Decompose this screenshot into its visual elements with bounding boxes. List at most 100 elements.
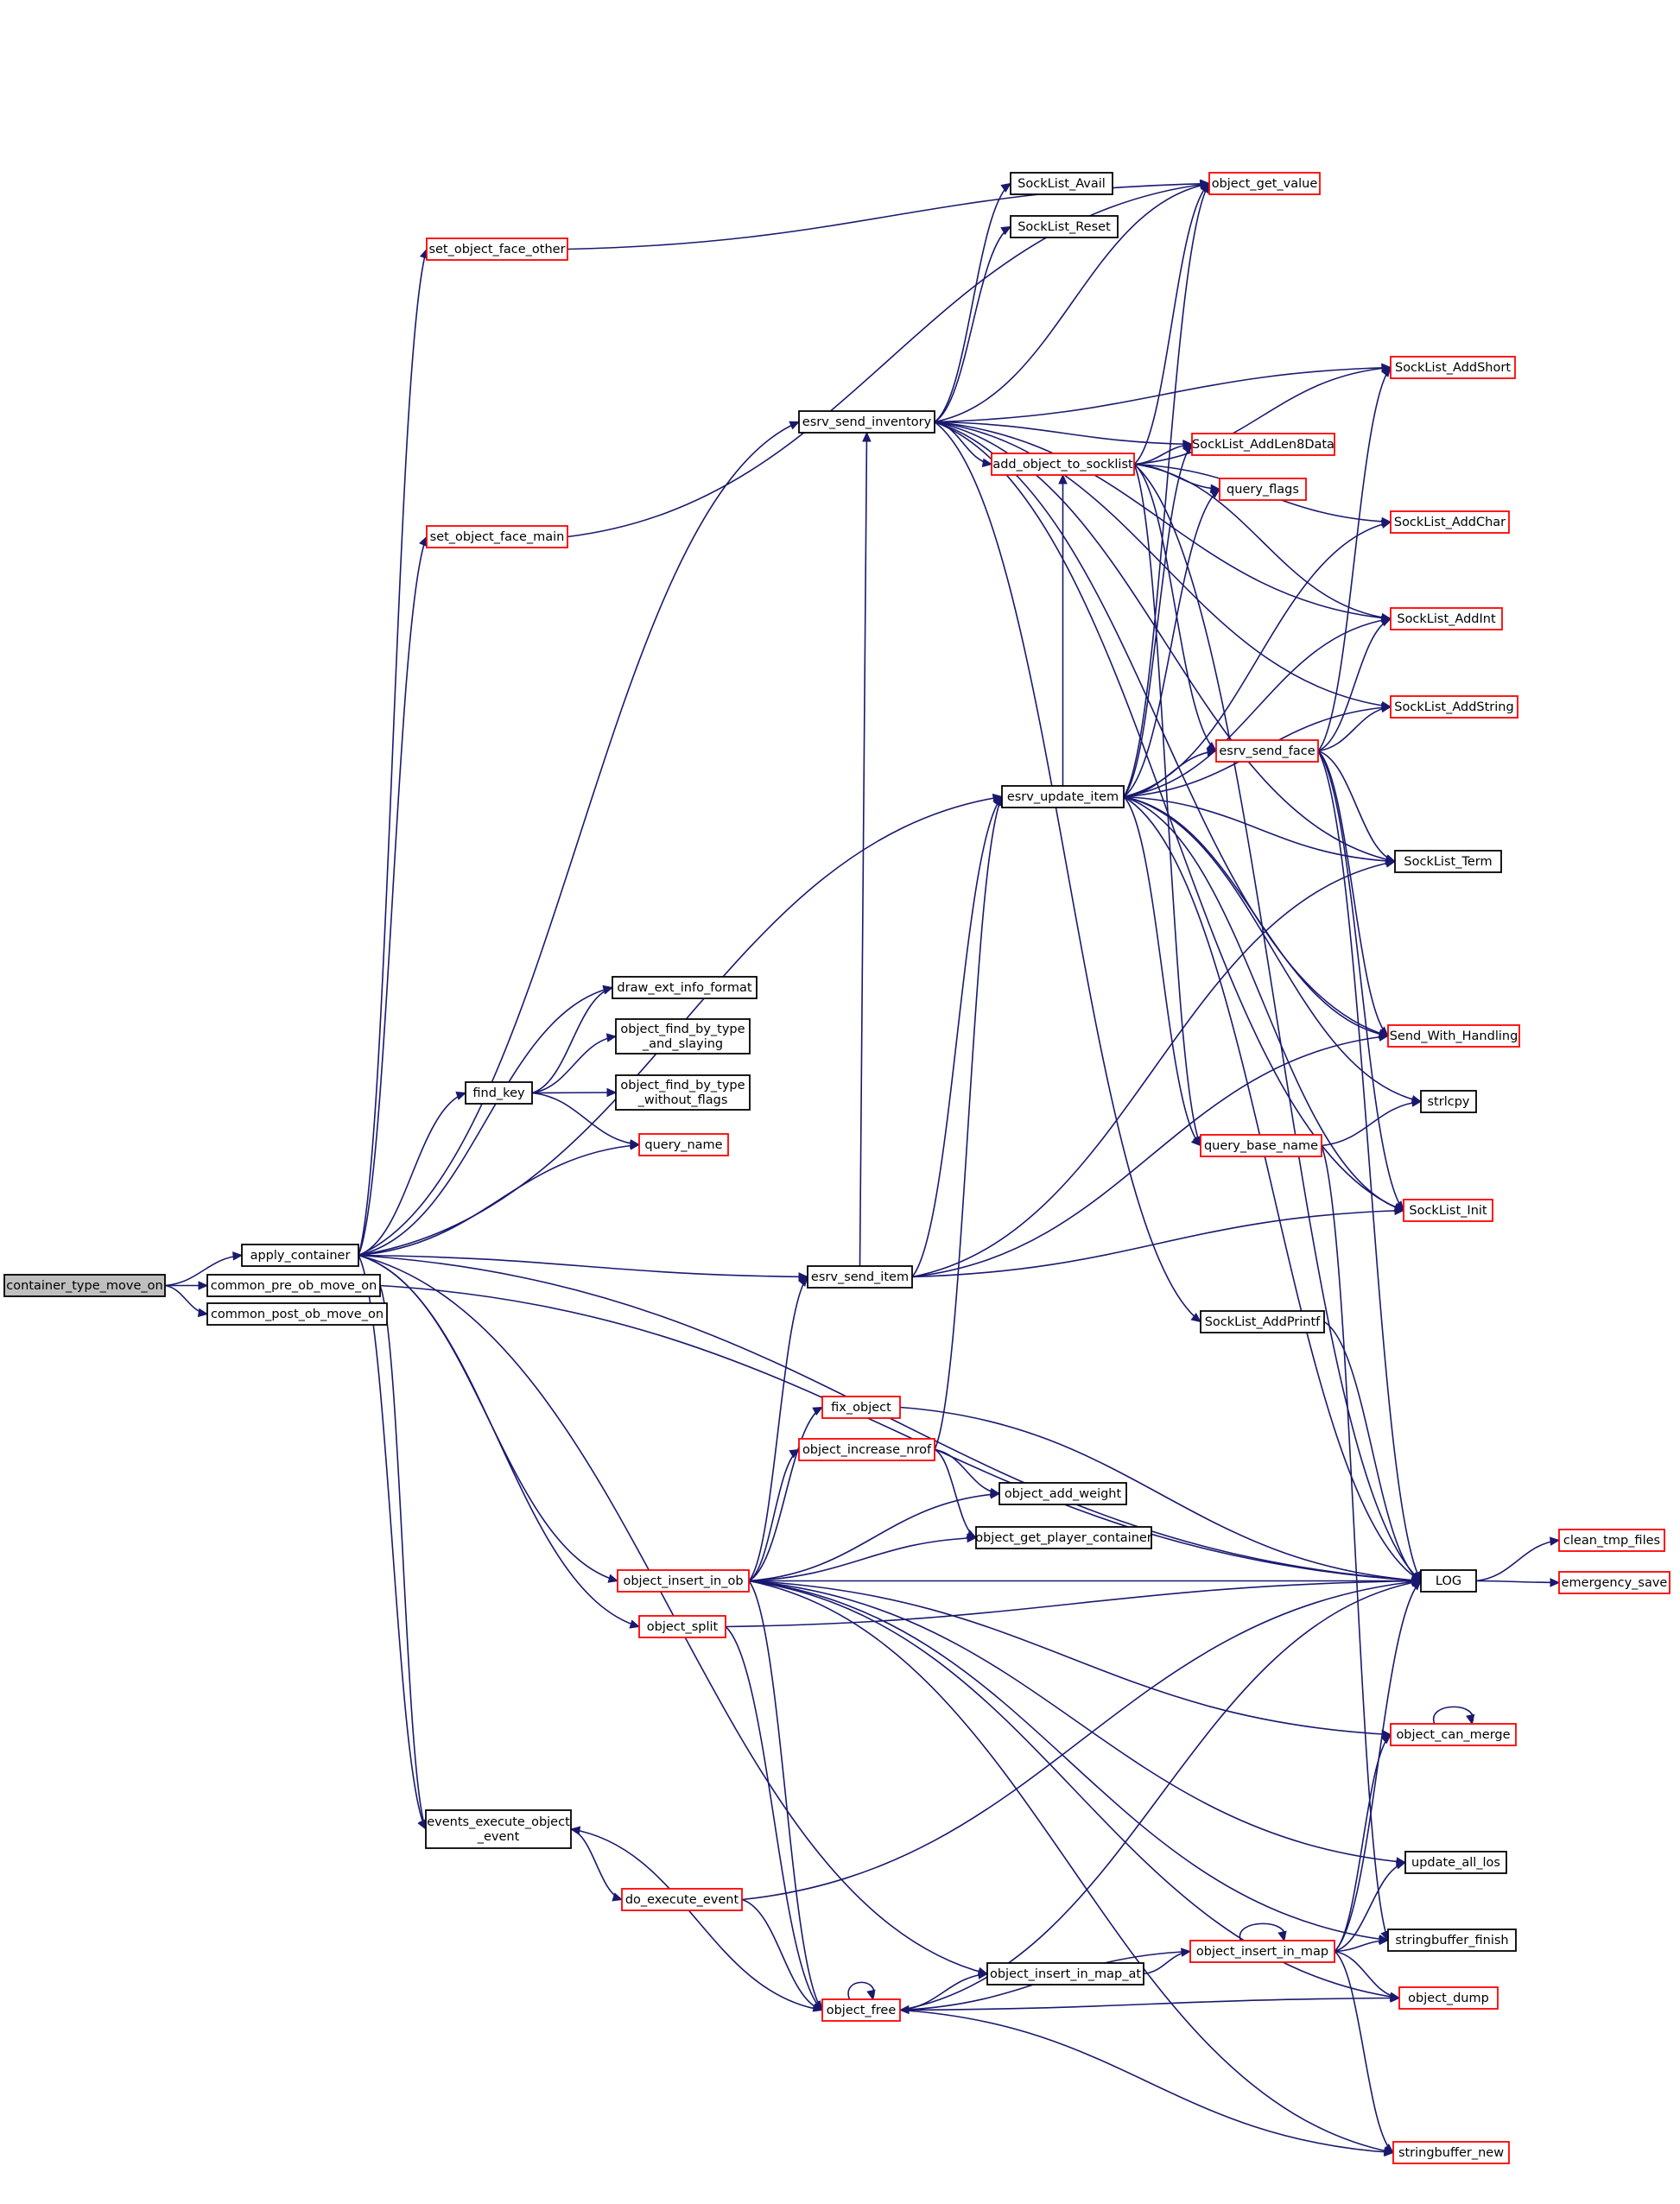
node-emergency_save[interactable]: emergency_save — [1558, 1571, 1670, 1594]
node-box — [241, 1244, 359, 1267]
node-container_type_move_on[interactable]: container_type_move_on — [3, 1274, 166, 1297]
node-label: object_add_weight — [1005, 1487, 1122, 1501]
arrowhead-events_execute_object_event-to-do_execute_event — [612, 1892, 624, 1902]
node-add_object_to_socklist[interactable]: add_object_to_socklist — [991, 453, 1135, 476]
node-box — [1394, 850, 1502, 873]
node-SockList_AddInt[interactable]: SockList_AddInt — [1390, 607, 1503, 630]
node-esrv_send_face[interactable]: esrv_send_face — [1215, 739, 1319, 763]
node-object_free[interactable]: object_free — [821, 1998, 901, 2022]
node-box — [798, 1438, 935, 1461]
arrowhead-apply_container-to-set_object_face_main — [419, 535, 428, 548]
node-label: object_dump — [1408, 1992, 1489, 2005]
node-apply_container[interactable]: apply_container — [241, 1244, 359, 1267]
node-SockList_AddLen8Data[interactable]: SockList_AddLen8Data — [1191, 433, 1335, 456]
node-box — [798, 410, 935, 434]
node-SockList_AddPrintf[interactable]: SockList_AddPrintf — [1200, 1310, 1325, 1333]
node-do_execute_event[interactable]: do_execute_event — [621, 1888, 743, 1911]
node-object_dump[interactable]: object_dump — [1398, 1986, 1499, 2010]
node-label: SockList_Init — [1409, 1204, 1487, 1218]
arrowhead-object_increase_nrof-to-object_get_player_container — [966, 1530, 978, 1539]
edge-object_insert_in_ob-to-esrv_send_item — [748, 1276, 808, 1582]
node-object_add_weight[interactable]: object_add_weight — [998, 1482, 1127, 1505]
node-LOG[interactable]: LOG — [1420, 1569, 1477, 1593]
node-object_get_value[interactable]: object_get_value — [1208, 172, 1321, 195]
node-object_increase_nrof[interactable]: object_increase_nrof — [798, 1438, 935, 1461]
edge-apply_container-to-object_split — [358, 1254, 640, 1628]
edge-esrv_update_item-to-query_base_name — [1123, 795, 1201, 1147]
node-common_pre_ob_move_on[interactable]: common_pre_ob_move_on — [206, 1274, 381, 1297]
edge-esrv_send_inventory-to-SockList_AddLen8Data — [934, 421, 1193, 446]
edge-find_key-to-query_name — [531, 1092, 640, 1146]
node-stringbuffer_finish[interactable]: stringbuffer_finish — [1387, 1928, 1517, 1952]
node-box — [1387, 1928, 1517, 1952]
node-SockList_Avail[interactable]: SockList_Avail — [1010, 172, 1113, 195]
edge-esrv_send_face-to-SockList_AddInt — [1317, 618, 1392, 752]
arrowhead-object_free-to-object_dump — [1390, 1993, 1401, 2003]
node-fix_object[interactable]: fix_object — [821, 1396, 901, 1419]
arrowhead-esrv_update_item-to-add_object_to_socklist — [1058, 473, 1068, 484]
node-query_flags[interactable]: query_flags — [1219, 478, 1307, 501]
arrowhead-object_free-to-LOG — [1411, 1578, 1423, 1587]
edge-apply_container-to-events_execute_object_event — [358, 1255, 427, 1830]
node-stringbuffer_new[interactable]: stringbuffer_new — [1392, 2141, 1510, 2164]
edge-object_insert_in_map-to-object_insert_in_map — [1239, 1922, 1286, 1941]
node-box — [821, 1396, 901, 1419]
edge-apply_container-to-find_key — [358, 1092, 466, 1257]
node-SockList_Term[interactable]: SockList_Term — [1394, 850, 1502, 873]
node-update_all_los[interactable]: update_all_los — [1404, 1851, 1507, 1874]
node-clean_tmp_files[interactable]: clean_tmp_files — [1558, 1529, 1665, 1552]
node-object_can_merge[interactable]: object_can_merge — [1390, 1723, 1517, 1746]
edge-esrv_send_item-to-SockList_Init — [911, 1209, 1404, 1278]
node-label: object_find_by_type — [620, 1023, 745, 1036]
node-object_split[interactable]: object_split — [638, 1615, 726, 1638]
arrowhead-LOG-to-clean_tmp_files — [1549, 1536, 1561, 1546]
node-esrv_update_item[interactable]: esrv_update_item — [1001, 785, 1125, 808]
node-set_object_face_main[interactable]: set_object_face_main — [426, 525, 568, 548]
edge-find_key-to-object_find_by_type_without_flags — [531, 1092, 617, 1094]
node-set_object_face_other[interactable]: set_object_face_other — [426, 238, 568, 261]
node-box — [3, 1274, 166, 1297]
edge-object_insert_in_ob-to-object_dump — [748, 1580, 1400, 1999]
nodes-layer: container_type_move_on common_pre_ob_move… — [3, 172, 1670, 2164]
node-object_find_by_type_without_flags[interactable]: object_find_by_type_without_flags — [615, 1074, 751, 1111]
edge-object_insert_in_map-to-stringbuffer_new — [1334, 1950, 1394, 2154]
node-object_insert_in_map[interactable]: object_insert_in_map — [1189, 1940, 1335, 1963]
edge-common_pre_ob_move_on-to-LOG — [379, 1284, 1422, 1582]
node-events_execute_object_event[interactable]: events_execute_object_event — [425, 1809, 572, 1849]
node-object_insert_in_map_at[interactable]: object_insert_in_map_at — [986, 1962, 1144, 1986]
edge-object_can_merge-to-object_can_merge — [1432, 1706, 1474, 1725]
node-label: SockList_AddShort — [1395, 361, 1511, 375]
node-box — [1390, 356, 1516, 379]
edge-esrv_update_item-to-query_flags — [1123, 488, 1220, 798]
edge-esrv_send_inventory-to-SockList_AddShort — [934, 366, 1392, 423]
arrowhead-container_type_move_on-to-common_post_ob_move_on — [197, 1308, 209, 1318]
arrowhead-object_free-to-stringbuffer_new — [1384, 2147, 1395, 2157]
node-object_insert_in_ob[interactable]: object_insert_in_ob — [617, 1569, 750, 1593]
node-box — [1404, 1851, 1507, 1874]
node-Send_With_Handling[interactable]: Send_With_Handling — [1387, 1024, 1520, 1048]
node-SockList_Init[interactable]: SockList_Init — [1403, 1199, 1493, 1222]
node-SockList_AddChar[interactable]: SockList_AddChar — [1390, 510, 1510, 534]
arrowhead-LOG-to-emergency_save — [1550, 1578, 1561, 1587]
node-label: object_find_by_type — [620, 1079, 745, 1092]
node-common_post_ob_move_on[interactable]: common_post_ob_move_on — [206, 1302, 388, 1326]
edge-esrv_send_item-to-esrv_send_inventory — [859, 432, 868, 1267]
node-object_find_by_type_and_slaying[interactable]: object_find_by_type_and_slaying — [615, 1018, 751, 1054]
node-find_key[interactable]: find_key — [465, 1081, 533, 1105]
edge-object_insert_in_ob-to-object_increase_nrof — [748, 1448, 800, 1582]
node-esrv_send_inventory[interactable]: esrv_send_inventory — [798, 410, 935, 434]
node-SockList_AddShort[interactable]: SockList_AddShort — [1390, 356, 1516, 379]
edge-apply_container-to-object_insert_in_map_at — [358, 1254, 988, 1975]
edge-esrv_update_item-to-LOG — [1123, 795, 1422, 1582]
node-esrv_send_item[interactable]: esrv_send_item — [807, 1265, 913, 1289]
node-box — [991, 453, 1135, 476]
node-SockList_AddString[interactable]: SockList_AddString — [1390, 695, 1518, 719]
node-object_get_player_container[interactable]: object_get_player_container — [975, 1526, 1152, 1549]
node-SockList_Reset[interactable]: SockList_Reset — [1010, 215, 1119, 238]
node-strlcpy[interactable]: strlcpy — [1420, 1090, 1477, 1113]
node-draw_ext_info_format[interactable]: draw_ext_info_format — [612, 976, 758, 999]
node-label: object_free — [827, 2004, 897, 2017]
arrowhead-container_type_move_on-to-common_pre_ob_move_on — [198, 1281, 209, 1290]
node-query_name[interactable]: query_name — [638, 1133, 729, 1156]
node-query_base_name[interactable]: query_base_name — [1200, 1134, 1322, 1157]
